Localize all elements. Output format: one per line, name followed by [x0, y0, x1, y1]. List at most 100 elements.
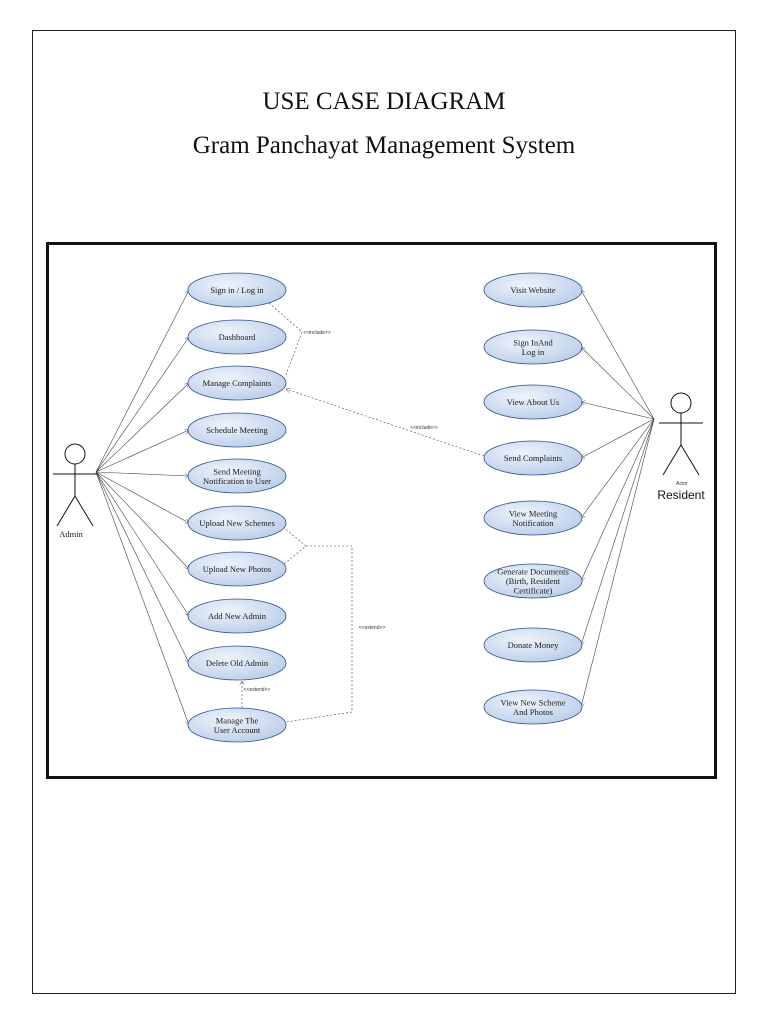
use-case-manage-complaints: Manage Complaints	[187, 365, 287, 401]
use-case-label: Notification to User	[203, 476, 271, 486]
use-case-visit-website: Visit Website	[483, 272, 583, 308]
admin-actor-label: Admin	[59, 529, 83, 539]
relation-label-extend-2: <<extend>>	[244, 687, 271, 693]
use-case-oval	[187, 645, 287, 681]
use-case-upload-new-schemes: Upload New Schemes	[187, 505, 287, 541]
use-case-label: Visit Website	[510, 285, 555, 295]
use-case-label: Notification	[512, 518, 554, 528]
association-line-admin-3	[95, 430, 189, 473]
use-case-oval	[187, 365, 287, 401]
use-case-oval	[483, 563, 583, 599]
relation-label-include-2: <<include>>	[410, 425, 438, 431]
use-case-label: View About Us	[507, 397, 559, 407]
use-case-oval	[187, 319, 287, 355]
use-case-oval	[187, 272, 287, 308]
association-line-admin-9	[95, 471, 189, 725]
use-case-oval	[187, 458, 287, 494]
association-line-resident-6	[581, 418, 655, 645]
use-case-label: Delete Old Admin	[206, 658, 269, 668]
association-line-resident-1	[581, 347, 655, 420]
extend-line-upload	[282, 526, 307, 566]
association-line-admin-5	[95, 471, 189, 523]
page-border	[32, 30, 736, 994]
dependency-lines	[242, 302, 485, 723]
use-case-oval	[483, 500, 583, 536]
association-line-resident-2	[581, 402, 655, 420]
use-case-donate-money: Donate Money	[483, 627, 583, 663]
page-title: USE CASE DIAGRAM	[262, 88, 506, 115]
use-case-label: View New Scheme	[500, 697, 565, 707]
association-line-admin-6	[95, 471, 189, 569]
use-case-oval	[483, 272, 583, 308]
use-case-oval	[187, 505, 287, 541]
use-case-label: (Birth, Resident	[506, 576, 561, 586]
use-case-label: Sign in / Log in	[210, 285, 264, 295]
association-line-resident-5	[581, 418, 655, 581]
association-line-admin-1	[95, 337, 189, 473]
resident-actor-label: Resident	[657, 488, 705, 502]
association-line-admin-0	[95, 290, 189, 473]
use-case-dashboard: Dashboard	[187, 319, 287, 355]
use-case-oval	[187, 551, 287, 587]
use-case-label: Log in	[522, 347, 545, 357]
use-case-label: View Meeting	[509, 508, 558, 518]
relation-label-extend-1: <<extend>>	[359, 625, 386, 631]
use-case-generate-documents: Generate Documents(Birth, ResidentCertif…	[483, 563, 583, 599]
association-line-admin-7	[95, 471, 189, 616]
use-case-delete-old-admin: Delete Old Admin	[187, 645, 287, 681]
association-line-resident-7	[581, 418, 655, 707]
use-case-label: Certificate)	[514, 586, 553, 596]
use-case-label: Upload New Photos	[203, 564, 271, 574]
use-case-oval	[483, 384, 583, 420]
admin-actor-figure: Admin	[53, 443, 97, 539]
association-line-admin-8	[95, 471, 189, 663]
use-case-label: Donate Money	[508, 640, 560, 650]
use-case-oval	[483, 689, 583, 725]
extend-line-manage-account	[285, 545, 353, 723]
use-case-label: Send Meeting	[213, 466, 261, 476]
use-case-label: Schedule Meeting	[206, 425, 268, 435]
use-case-label: Dashboard	[219, 332, 257, 342]
association-line-resident-4	[581, 418, 655, 518]
use-case-oval	[483, 329, 583, 365]
association-line-resident-0	[580, 290, 655, 420]
use-case-label: And Photos	[513, 707, 553, 717]
use-case-oval	[483, 440, 583, 476]
use-case-label: Add New Admin	[208, 611, 267, 621]
use-case-label: Generate Documents	[497, 567, 569, 577]
relation-label-include-1: <<include>>	[303, 330, 331, 336]
association-line-admin-4	[95, 471, 189, 476]
resident-actor-stereotype: Actor	[676, 481, 688, 487]
use-case-add-new-admin: Add New Admin	[187, 598, 287, 634]
use-case-label: Send Complaints	[504, 453, 562, 463]
use-case-send-complaints: Send Complaints	[483, 440, 583, 476]
use-case-label: Manage Complaints	[203, 378, 272, 388]
use-case-label: Manage The	[216, 715, 259, 725]
use-case-label: Sign InAnd	[513, 337, 553, 347]
use-case-oval	[187, 598, 287, 634]
association-line-resident-3	[581, 418, 655, 458]
page-subtitle: Gram Panchayat Management System	[192, 132, 576, 159]
association-lines	[95, 290, 655, 725]
use-case-oval	[187, 707, 287, 743]
use-case-label: Upload New Schemes	[199, 518, 275, 528]
use-case-label: User Account	[214, 725, 261, 735]
use-case-upload-new-photos: Upload New Photos	[187, 551, 287, 587]
use-case-oval	[483, 627, 583, 663]
include-line-complaints	[286, 389, 485, 457]
use-case-schedule-meeting: Schedule Meeting	[187, 412, 287, 448]
use-case-oval	[187, 412, 287, 448]
association-line-admin-2	[95, 383, 189, 473]
use-case-view-about-us: View About Us	[483, 384, 583, 420]
relation-labels: <<include>> <<include>> <<extend>> <<extend…	[244, 330, 438, 693]
